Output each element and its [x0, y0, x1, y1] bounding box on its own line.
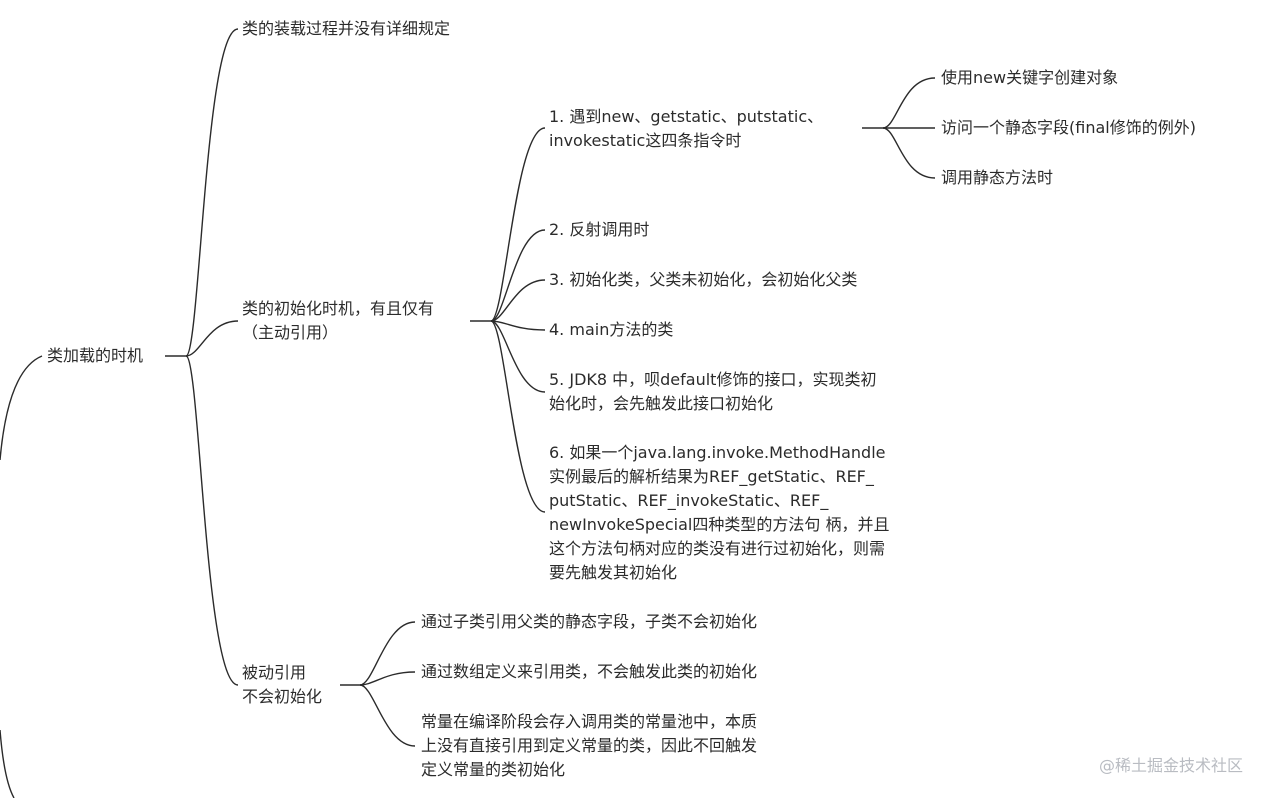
- passive-item-3: 常量在编译阶段会存入调用类的常量池中，本质 上没有直接引用到定义常量的类，因此不…: [421, 712, 758, 779]
- init-item-3: 3. 初始化类，父类未初始化，会初始化父类: [549, 270, 858, 289]
- connector-init-to-item2: [490, 229, 546, 322]
- branch-loading-node: 类的装载过程并没有详细规定: [242, 19, 451, 38]
- watermark: @稀土掘金技术社区: [1099, 756, 1244, 775]
- init-item-4: 4. main方法的类: [549, 320, 674, 339]
- passive-item-1: 通过子类引用父类的静态字段，子类不会初始化: [421, 612, 758, 631]
- connector-passive-to-p3: [359, 684, 416, 747]
- root-node: 类加载的时机: [47, 346, 144, 365]
- connector-passive-to-p2: [359, 671, 416, 686]
- init-item-1: 1. 遇到new、getstatic、putstatic、 invokestat…: [549, 107, 824, 150]
- connector-init-to-item1: [490, 127, 546, 322]
- connector-init-to-item6: [490, 320, 546, 513]
- branch-passive-node: 被动引用 不会初始化: [242, 663, 323, 706]
- passive-item-2: 通过数组定义来引用类，不会触发此类的初始化: [421, 662, 758, 681]
- branch-init-node: 类的初始化时机，有且仅有 （主动引用）: [242, 299, 435, 342]
- init-item-5: 5. JDK8 中，呗default修饰的接口，实现类初 始化时，会先触发此接口…: [549, 370, 877, 413]
- connector-passive-to-p1: [359, 621, 416, 686]
- init-item-1-child-static-method: 调用静态方法时: [941, 168, 1054, 187]
- init-item-2: 2. 反射调用时: [549, 220, 650, 239]
- connector-init-to-item4: [490, 320, 546, 331]
- init-item-1-child-new: 使用new关键字创建对象: [941, 68, 1119, 87]
- connector-root-to-passive: [185, 355, 239, 686]
- init-item-6: 6. 如果一个java.lang.invoke.MethodHandle 实例最…: [549, 443, 890, 582]
- connector-root-to-init: [185, 320, 239, 357]
- connector-offscreen-upper: [0, 355, 43, 461]
- connector-item1-to-c3: [882, 127, 936, 179]
- connector-offscreen-lower: [0, 729, 15, 798]
- connector-init-to-item3: [490, 279, 546, 322]
- connector-root-to-loading: [185, 28, 239, 357]
- connector-init-to-item5: [490, 320, 546, 393]
- connector-item1-to-c1: [882, 77, 936, 129]
- init-item-1-child-static-field: 访问一个静态字段(final修饰的例外): [941, 118, 1196, 137]
